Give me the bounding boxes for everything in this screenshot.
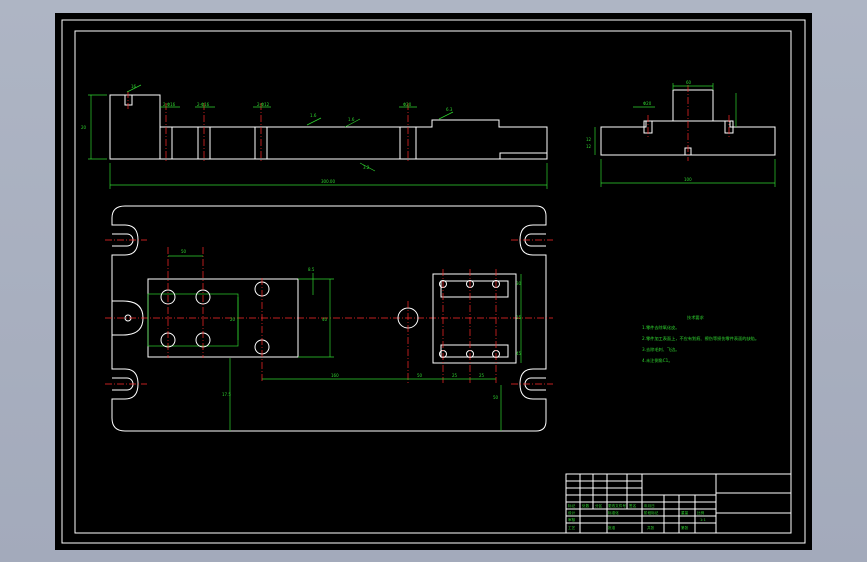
side-view: 60 Φ20 100 12 12 xyxy=(586,80,776,187)
inner-border xyxy=(74,30,792,534)
tech-item-2: 2.零件加工表面上，不应有划痕、擦伤等损伤零件表面的缺陷。 xyxy=(642,335,759,342)
dim-plan-13: 17.5 xyxy=(222,392,231,397)
roughness-3: 1.6 xyxy=(348,117,355,122)
dim-hole-a: 2-Φ16 xyxy=(163,102,176,107)
dim-slot: 16 xyxy=(131,84,137,89)
roughness-1: 6.3 xyxy=(446,107,453,112)
dim-plan-8: 25 xyxy=(479,373,485,378)
dim-plan-6: 50 xyxy=(417,373,423,378)
tb-count: 处数 xyxy=(582,503,590,508)
dim-plan-2: 8.5 xyxy=(308,267,315,272)
tb-sign: 签名 xyxy=(629,503,637,508)
tb-weight: 重量 xyxy=(681,510,689,515)
tb-standard: 标准化 xyxy=(608,510,619,515)
tb-review: 审核 xyxy=(568,517,576,522)
front-view: 300.00 20 16 2-Φ16 2-Φ16 2-Φ12 Φ20 6.3 1… xyxy=(81,84,548,189)
tb-stage: 阶段标记 xyxy=(644,510,659,515)
tb-total-sheets: 共张 xyxy=(647,525,655,530)
plan-view: 50 8.5 20 40 160 50 25 25 30 15 45 50 17… xyxy=(105,205,553,432)
cad-drawing: 300.00 20 16 2-Φ16 2-Φ16 2-Φ12 Φ20 6.3 1… xyxy=(61,19,806,544)
tech-title: 技术要求 xyxy=(687,314,705,321)
dim-side-width: 60 xyxy=(686,80,692,85)
dim-side-h1: 12 xyxy=(586,137,592,142)
tech-item-3: 3.去除毛刺、飞边。 xyxy=(642,346,680,353)
dim-height: 20 xyxy=(81,125,87,130)
tech-item-4: 4.未注倒角C1。 xyxy=(642,357,673,364)
dim-plan-5: 160 xyxy=(331,373,339,378)
tb-approve: 批准 xyxy=(608,525,616,530)
tb-design: 设计 xyxy=(568,510,576,515)
dim-length: 300.00 xyxy=(321,179,335,184)
tb-sheet-no: 第张 xyxy=(681,525,689,530)
tb-scale-label: 比例 xyxy=(697,510,705,515)
roughness-4: 3.2 xyxy=(363,165,370,170)
tb-scale-value: 1:1 xyxy=(700,518,706,522)
drawing-sheet[interactable]: 300.00 20 16 2-Φ16 2-Φ16 2-Φ12 Φ20 6.3 1… xyxy=(55,13,812,550)
dim-side-hole: Φ20 xyxy=(643,101,652,106)
dim-plan-12: 50 xyxy=(493,395,499,400)
tech-item-1: 1.零件去除氧化皮。 xyxy=(642,324,680,331)
tb-process: 工艺 xyxy=(568,525,576,530)
dim-hole-b: 2-Φ16 xyxy=(197,102,210,107)
dim-plan-7: 25 xyxy=(452,373,458,378)
dim-plan-1: 50 xyxy=(181,249,187,254)
dim-plan-11: 45 xyxy=(516,351,522,356)
dim-hole-d: Φ20 xyxy=(403,102,412,107)
title-block: 标记 处数 分区 更改文件号 签名 年月日 设计 标准化 审核 工艺 批准 阶段… xyxy=(565,473,792,534)
tb-mark: 标记 xyxy=(568,503,576,508)
tb-change-doc: 更改文件号 xyxy=(608,503,626,508)
dim-side-h2: 12 xyxy=(586,144,592,149)
dim-side-length: 100 xyxy=(684,177,692,182)
dim-plan-10: 15 xyxy=(516,315,522,320)
technical-requirements: 技术要求 1.零件去除氧化皮。 2.零件加工表面上，不应有划痕、擦伤等损伤零件表… xyxy=(642,314,759,364)
dim-plan-3: 20 xyxy=(230,317,236,322)
tb-date: 年月日 xyxy=(644,503,655,508)
outer-border xyxy=(61,19,806,544)
roughness-2: 1.6 xyxy=(310,113,317,118)
dim-plan-9: 30 xyxy=(516,281,522,286)
dim-hole-c: 2-Φ12 xyxy=(257,102,270,107)
dim-plan-4: 40 xyxy=(322,317,328,322)
tb-zone: 分区 xyxy=(595,503,603,508)
